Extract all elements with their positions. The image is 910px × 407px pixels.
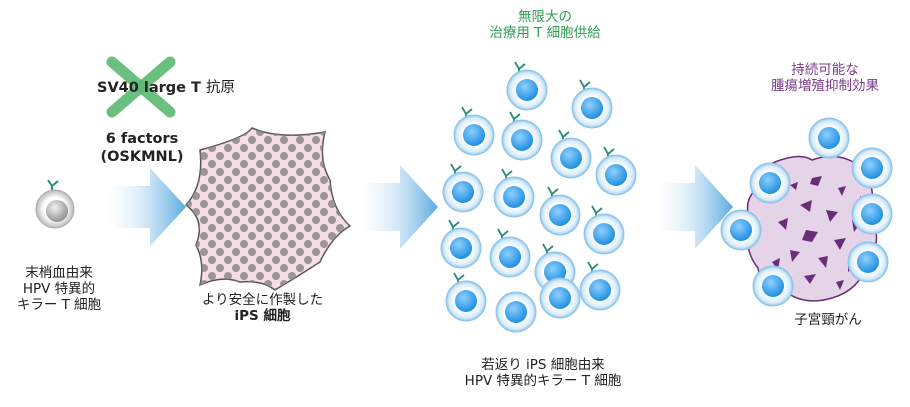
t-cell-icon bbox=[808, 117, 850, 159]
t-cell-icon bbox=[595, 146, 637, 196]
t-cell-icon bbox=[493, 168, 535, 218]
t-cell-icon bbox=[720, 209, 762, 251]
source-t-cell-icon bbox=[35, 179, 75, 229]
t-cell-cluster bbox=[440, 61, 637, 333]
source-cell-label: 末梢血由来 HPV 特異的 キラー T 細胞 bbox=[16, 265, 102, 313]
arrow-right-icon bbox=[100, 168, 186, 246]
t-cell-icon bbox=[489, 228, 531, 278]
t-cell-icon bbox=[550, 129, 592, 179]
cross-mark-icon bbox=[106, 56, 176, 118]
t-cell-icon bbox=[851, 193, 893, 235]
arrow-right-icon bbox=[352, 165, 438, 249]
sv40-label: SV40 large T 抗原 bbox=[97, 80, 236, 96]
t-cell-icon bbox=[571, 79, 613, 129]
t-cell-icon bbox=[847, 241, 889, 283]
t-cell-icon bbox=[534, 243, 576, 293]
ips-cell-icon bbox=[184, 127, 352, 291]
t-cell-icon bbox=[539, 277, 581, 319]
t-cell-icon bbox=[445, 272, 487, 322]
t-cell-icon bbox=[440, 219, 482, 269]
t-cell-icon bbox=[749, 162, 791, 204]
t-cell-icon bbox=[851, 147, 893, 189]
t-cell-icon bbox=[583, 205, 625, 255]
t-cell-icon bbox=[752, 265, 794, 307]
t-cell-icon bbox=[453, 106, 495, 156]
t-cell-icon bbox=[506, 61, 548, 111]
t-cell-icon bbox=[501, 111, 543, 161]
ips-cell-label: より安全に作製した iPS 細胞 bbox=[201, 292, 324, 324]
t-cell-icon bbox=[539, 186, 581, 236]
effect-label: 持続可能な 腫瘍増殖抑制効果 bbox=[771, 62, 879, 94]
supply-label: 無限大の 治療用 T 細胞供給 bbox=[489, 9, 601, 41]
t-cells-label: 若返り iPS 細胞由来 HPV 特異的キラー T 細胞 bbox=[464, 357, 622, 389]
tumor-label: 子宮頸がん bbox=[794, 312, 862, 328]
t-cell-icon bbox=[442, 163, 484, 213]
t-cell-icon bbox=[495, 291, 537, 333]
arrow-right-icon bbox=[650, 165, 733, 249]
factors-label: 6 factors (OSKMNL) bbox=[100, 131, 184, 165]
t-cell-icon bbox=[579, 261, 621, 311]
